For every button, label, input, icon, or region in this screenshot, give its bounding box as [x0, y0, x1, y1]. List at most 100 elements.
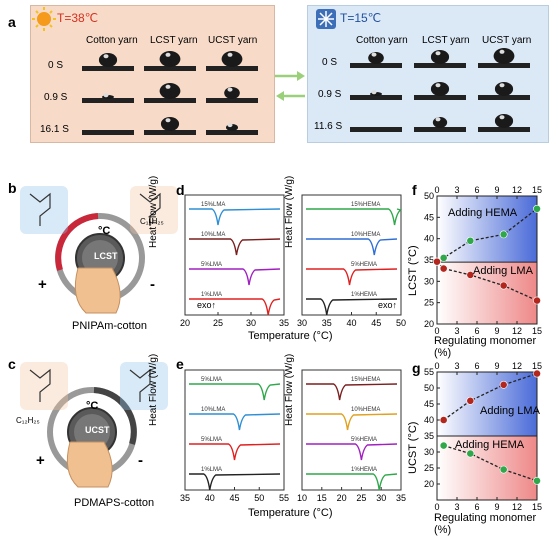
series-label: 15%HEMA: [351, 377, 380, 383]
xlabel-e: Temperature (°C): [248, 507, 333, 519]
x-tick-label: 20: [337, 493, 347, 503]
yarn-images-hot: [82, 51, 258, 135]
y-tick-label: 50: [424, 383, 434, 393]
data-point: [439, 416, 448, 424]
x-tick-label: 15: [532, 502, 542, 512]
x-tick-label: 25: [213, 318, 223, 328]
transfer-arrows: [275, 71, 305, 101]
series-label: 15%LMA: [201, 202, 225, 208]
data-point: [499, 380, 508, 389]
panel-a-hot: [30, 5, 275, 143]
series-label: 10%LMA: [201, 407, 225, 413]
x-tick-label: 45: [229, 493, 239, 503]
y-tick-label: 40: [424, 234, 434, 244]
col-cold-2: UCST yarn: [482, 35, 532, 46]
x-tick-label: 35: [396, 493, 406, 503]
panel-label-f: f: [412, 182, 417, 198]
yarn-strand: [478, 127, 530, 132]
exo-d-right: exo↑: [378, 300, 398, 310]
unit-b: °C: [98, 225, 111, 237]
yarn-strand: [414, 127, 466, 132]
dsc-curve: [189, 238, 281, 256]
panel-label-g: g: [412, 360, 421, 376]
xlabel-f: Regulating monomer (%): [434, 335, 537, 359]
chart-frame: [184, 369, 285, 491]
x-tick-label: 0: [434, 502, 439, 512]
x-tick-label: 3: [454, 326, 459, 336]
x-tick-label-top: 15: [532, 185, 542, 195]
y-tick-label: 45: [424, 399, 434, 409]
droplet-highlight: [371, 90, 377, 95]
y-tick-label: 30: [424, 447, 434, 457]
monomer-background: [120, 362, 168, 410]
series-label: 10%HEMA: [351, 232, 380, 238]
x-tick-label: 35: [279, 318, 289, 328]
x-tick-label: 9: [494, 502, 499, 512]
series-label: 1%HEMA: [351, 467, 377, 473]
x-tick-label-top: 0: [434, 185, 439, 195]
data-point: [466, 396, 475, 405]
yarn-strand: [350, 127, 402, 132]
x-tick-label: 20: [180, 318, 190, 328]
dsc-curve: [189, 443, 281, 461]
y-tick-label: 25: [424, 463, 434, 473]
yarn-strand: [350, 95, 402, 100]
yarn-strand: [350, 63, 402, 68]
droplet-highlight: [435, 51, 441, 56]
data-point: [499, 465, 508, 474]
panel-label-a: a: [8, 14, 16, 30]
x-tick-label-top: 0: [434, 361, 439, 371]
minus-b: -: [150, 276, 155, 293]
water-droplet: [430, 82, 450, 96]
x-tick-label: 0: [434, 326, 439, 336]
x-tick-label: 15: [317, 493, 327, 503]
chain-b: C₁₂H₂₅: [140, 217, 164, 226]
dsc-curve: [189, 473, 281, 491]
monomer-bonds: [139, 192, 161, 226]
y-tick-label: 20: [424, 319, 434, 329]
knob-label-lcst: LCST: [94, 251, 118, 261]
x-tick-label: 55: [279, 493, 289, 503]
x-tick-label-top: 9: [494, 185, 499, 195]
hand-shape: [66, 441, 113, 488]
droplet-highlight: [103, 54, 109, 59]
x-tick-label: 25: [356, 493, 366, 503]
monomer-bonds: [29, 192, 51, 226]
x-tick-label-top: 15: [532, 361, 542, 371]
y-tick-label: 35: [424, 255, 434, 265]
row-hot-0: 0 S: [48, 60, 64, 71]
row-hot-2: 16.1 S: [40, 124, 69, 135]
ylabel-g: UCST (°C): [407, 421, 419, 474]
series-label: 5%LMA: [201, 262, 222, 268]
x-tick-label: 35: [180, 493, 190, 503]
yarn-strand: [414, 95, 466, 100]
droplet-highlight: [165, 84, 171, 89]
x-tick-label-top: 9: [494, 361, 499, 371]
data-point: [533, 369, 541, 378]
yarn-strand: [144, 98, 196, 103]
droplet-highlight: [499, 49, 505, 54]
x-tick-label: 10: [297, 493, 307, 503]
unit-c: °C: [86, 400, 99, 412]
yarn-strand: [478, 63, 530, 68]
data-point: [439, 253, 448, 262]
series-label: 1%HEMA: [351, 292, 377, 298]
col-cold-1: LCST yarn: [422, 35, 470, 46]
yarn-strand: [82, 66, 134, 71]
series-label: 10%HEMA: [351, 407, 380, 413]
series-label: 5%HEMA: [351, 437, 377, 443]
water-droplet: [159, 83, 181, 99]
upper-region: [437, 372, 537, 436]
temp-cold: T=15℃: [340, 11, 382, 25]
x-tick-label-top: 6: [474, 361, 479, 371]
data-point: [533, 476, 541, 485]
droplet-highlight: [227, 123, 233, 128]
water-droplet: [494, 82, 514, 96]
dsc-curve: [306, 383, 398, 401]
series-label: 5%HEMA: [351, 262, 377, 268]
water-droplet: [494, 114, 514, 128]
